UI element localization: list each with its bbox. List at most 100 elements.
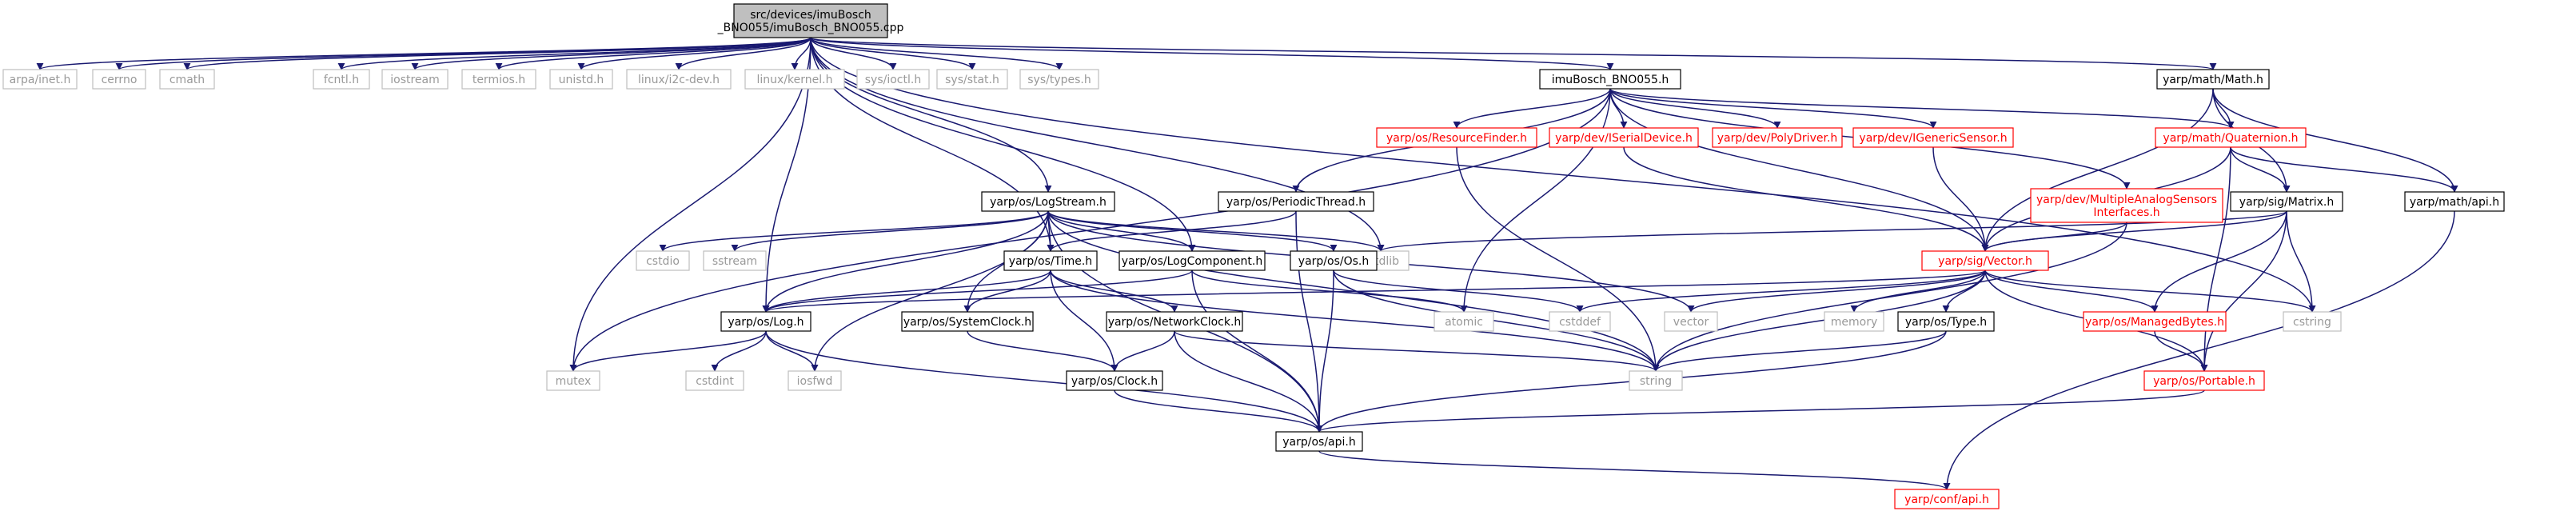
- node-iosfwd: iosfwd: [788, 370, 842, 391]
- node-systypes-box: [1019, 69, 1099, 90]
- edge-root-to-time: [810, 37, 1055, 252]
- node-os[interactable]: yarp/os/Os.h: [1290, 250, 1378, 271]
- node-sysclock-box: [901, 311, 1034, 332]
- node-mutex-box: [546, 370, 600, 391]
- node-termios-label: termios.h: [473, 74, 525, 86]
- node-quaternion-box: [2155, 127, 2307, 148]
- node-cmath: cmath: [159, 69, 215, 90]
- node-cstdint-label: cstdint: [696, 375, 734, 388]
- edge-time-to-string: [1050, 269, 1660, 372]
- node-confapi[interactable]: yarp/conf/api.h: [1894, 489, 2000, 509]
- edge-clock-to-osapi: [1114, 389, 1323, 433]
- node-i2cdev-label-line: linux/i2c-dev.h: [638, 74, 720, 86]
- edge-vector_h-to-string: [1652, 269, 1986, 372]
- node-clock[interactable]: yarp/os/Clock.h: [1066, 370, 1163, 391]
- node-resfinder-label-line: yarp/os/ResourceFinder.h: [1386, 132, 1527, 145]
- node-vector: vector: [1664, 311, 1718, 332]
- node-sysclock[interactable]: yarp/os/SystemClock.h: [901, 311, 1034, 332]
- node-mutex-label-line: mutex: [556, 375, 592, 388]
- node-log-label-line: yarp/os/Log.h: [728, 316, 804, 329]
- node-periodic-label: yarp/os/PeriodicThread.h: [1226, 196, 1366, 209]
- edge-netclock-to-osapi: [1174, 330, 1323, 433]
- node-root[interactable]: src/devices/imuBosch_BNO055/imuBosch_BNO…: [717, 3, 904, 38]
- node-imu[interactable]: imuBosch_BNO055.h: [1539, 69, 1681, 90]
- node-mathh-label-line: yarp/math/Math.h: [2163, 74, 2263, 86]
- node-igeneric-label: yarp/dev/IGenericSensor.h: [1859, 132, 2007, 145]
- node-mathapi[interactable]: yarp/math/api.h: [2404, 191, 2505, 212]
- node-netclock-box: [1106, 311, 1243, 332]
- node-ioctl-box: [856, 69, 930, 90]
- node-resfinder-label: yarp/os/ResourceFinder.h: [1386, 132, 1527, 145]
- node-polydriver[interactable]: yarp/dev/PolyDriver.h: [1712, 127, 1843, 148]
- node-atomic-label: atomic: [1445, 316, 1483, 329]
- edge-igeneric-to-vector_h: [1932, 146, 1989, 252]
- node-log-label: yarp/os/Log.h: [728, 316, 804, 329]
- node-type-box: [1897, 311, 1995, 332]
- edge-managed-to-portable: [2154, 330, 2208, 372]
- node-cerrno-label-line: cerrno: [102, 74, 138, 86]
- edge-periodic-to-time: [1047, 210, 1297, 252]
- edge-root-to-stat: [810, 37, 976, 70]
- node-logcomp-label-line: yarp/os/LogComponent.h: [1122, 255, 1262, 268]
- node-time[interactable]: yarp/os/Time.h: [1003, 250, 1098, 271]
- node-quaternion[interactable]: yarp/math/Quaternion.h: [2155, 127, 2307, 148]
- node-logstream[interactable]: yarp/os/LogStream.h: [981, 191, 1115, 212]
- edge-resfinder-to-string: [1456, 146, 1660, 372]
- node-time-box: [1003, 250, 1098, 271]
- node-netclock-label-line: yarp/os/NetworkClock.h: [1108, 316, 1242, 329]
- node-lkernel-box: [744, 69, 845, 90]
- edge-root-to-i2cdev: [675, 37, 811, 70]
- node-logstream-label: yarp/os/LogStream.h: [990, 196, 1107, 209]
- node-i2cdev-box: [626, 69, 732, 90]
- node-osapi[interactable]: yarp/os/api.h: [1275, 431, 1363, 452]
- node-confapi-box: [1894, 489, 2000, 509]
- node-iserial-box: [1549, 127, 1699, 148]
- node-portable[interactable]: yarp/os/Portable.h: [2143, 370, 2265, 391]
- edge-time-to-log: [762, 269, 1051, 313]
- node-cmath-label-line: cmath: [169, 74, 205, 86]
- node-root-label: src/devices/imuBosch_BNO055/imuBosch_BNO…: [717, 9, 904, 34]
- edge-log-to-mutex: [569, 330, 767, 372]
- node-iserial[interactable]: yarp/dev/ISerialDevice.h: [1549, 127, 1699, 148]
- edge-logstream-to-log: [762, 210, 1049, 313]
- node-imu-label: imuBosch_BNO055.h: [1552, 74, 1669, 86]
- edge-imu-to-mutex: [569, 88, 1611, 372]
- edge-root-to-mathh: [810, 37, 2216, 70]
- node-cstdio: cstdio: [636, 250, 690, 271]
- node-resfinder[interactable]: yarp/os/ResourceFinder.h: [1376, 127, 1537, 148]
- edge-root-to-imu: [810, 37, 1614, 70]
- node-netclock[interactable]: yarp/os/NetworkClock.h: [1106, 311, 1243, 332]
- node-clock-label-line: yarp/os/Clock.h: [1071, 375, 1158, 388]
- node-logcomp[interactable]: yarp/os/LogComponent.h: [1119, 250, 1266, 271]
- node-arpa_inet-label: arpa/inet.h: [10, 74, 71, 86]
- edge-logstream-to-logcomp: [1047, 210, 1196, 252]
- node-matrix[interactable]: yarp/sig/Matrix.h: [2230, 191, 2343, 212]
- node-fcntl-box: [313, 69, 370, 90]
- node-polydriver-label-line: yarp/dev/PolyDriver.h: [1717, 132, 1838, 145]
- node-igeneric[interactable]: yarp/dev/IGenericSensor.h: [1852, 127, 2014, 148]
- node-periodic[interactable]: yarp/os/PeriodicThread.h: [1218, 191, 1374, 212]
- node-stat: sys/stat.h: [936, 69, 1008, 90]
- node-vector_h[interactable]: yarp/sig/Vector.h: [1921, 250, 2049, 271]
- node-iosfwd-label-line: iosfwd: [797, 375, 833, 388]
- edge-logstream-to-sstream: [731, 210, 1049, 252]
- node-lkernel-label: linux/kernel.h: [757, 74, 833, 86]
- edge-vector_h-to-vector: [1687, 269, 1986, 313]
- node-log[interactable]: yarp/os/Log.h: [720, 311, 811, 332]
- node-logstream-box: [981, 191, 1115, 212]
- node-stat-label-line: sys/stat.h: [945, 74, 999, 86]
- node-os-label: yarp/os/Os.h: [1298, 255, 1369, 268]
- node-vector_h-label-line: yarp/sig/Vector.h: [1938, 255, 2032, 268]
- node-type[interactable]: yarp/os/Type.h: [1897, 311, 1995, 332]
- edge-root-to-mutex: [569, 37, 811, 372]
- edge-logstream-to-cstdlib: [1047, 210, 1385, 252]
- node-portable-label-line: yarp/os/Portable.h: [2153, 375, 2255, 388]
- node-igeneric-label-line: yarp/dev/IGenericSensor.h: [1859, 132, 2007, 145]
- node-mathh[interactable]: yarp/math/Math.h: [2156, 69, 2270, 90]
- node-cstring-label-line: cstring: [2293, 316, 2331, 329]
- edge-logstream-to-os: [1047, 210, 1338, 252]
- node-managed[interactable]: yarp/os/ManagedBytes.h: [2083, 311, 2227, 332]
- edge-type-to-string: [1652, 330, 1947, 372]
- node-iostream: iostream: [381, 69, 449, 90]
